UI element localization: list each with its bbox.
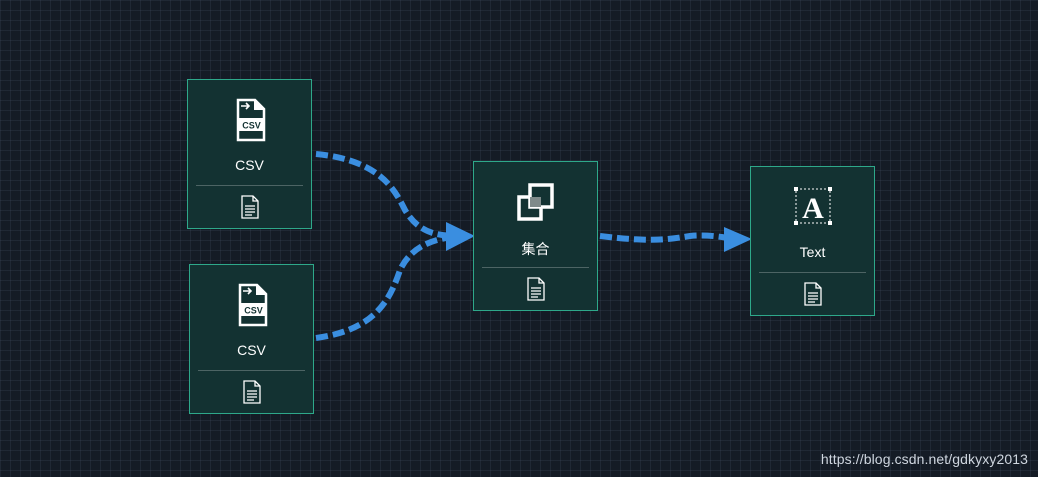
text-icon-glyph: A: [802, 192, 824, 225]
node-label: Text: [799, 244, 826, 260]
node-label: CSV: [237, 342, 266, 358]
csv-file-icon: CSV: [238, 283, 267, 327]
node-label: 集合: [521, 241, 550, 257]
node-divider: [198, 370, 305, 371]
edge-csv1-to-union[interactable]: [315, 151, 463, 239]
csv-icon-text: CSV: [244, 306, 263, 316]
document-icon[interactable]: [240, 195, 260, 219]
text-a-icon: A: [793, 187, 832, 225]
csv-icon-text: CSV: [242, 121, 261, 131]
document-icon[interactable]: [803, 282, 823, 306]
document-icon[interactable]: [526, 277, 546, 301]
node-label: CSV: [235, 157, 264, 173]
document-icon[interactable]: [242, 380, 262, 404]
edge-arrowhead: [446, 222, 475, 251]
edge-csv2-to-union[interactable]: [315, 233, 463, 341]
edge-union-to-text[interactable]: [599, 232, 738, 243]
node-csv-1[interactable]: CSV CSV: [187, 79, 312, 229]
union-squares-icon: [516, 183, 554, 221]
node-union[interactable]: 集合: [473, 161, 598, 311]
edge-arrowhead: [724, 227, 752, 252]
node-csv-2[interactable]: CSV CSV: [189, 264, 314, 414]
node-divider: [482, 267, 589, 268]
node-divider: [759, 272, 866, 273]
node-divider: [196, 185, 303, 186]
watermark: https://blog.csdn.net/gdkyxy2013: [820, 451, 1028, 467]
node-text[interactable]: A Text: [750, 166, 875, 316]
csv-file-icon: CSV: [236, 98, 265, 142]
